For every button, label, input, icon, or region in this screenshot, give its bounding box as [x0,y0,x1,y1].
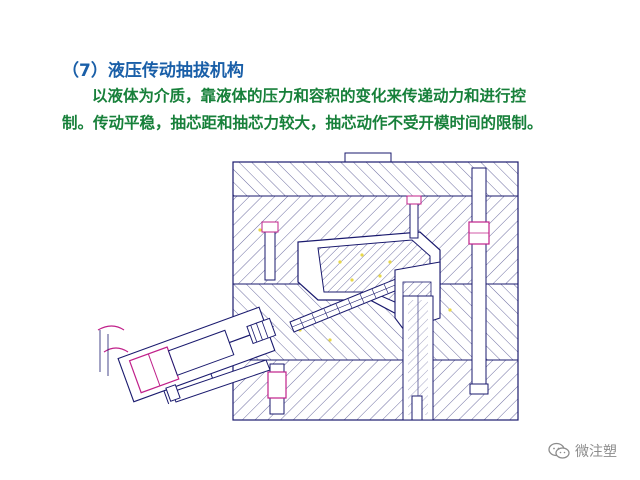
slide-title: （7）液压传动抽拔机构 [62,61,244,81]
sprue-bushing [344,152,392,163]
body-text-line-1: 以液体为介质，靠液体的压力和容积的变化来传递动力和进行控 [92,87,527,105]
guide-pin [471,167,487,395]
hydraulic-cylinder [117,306,277,405]
screw-bottom-right [411,395,423,421]
mold-cross-section-drawing [97,152,519,421]
top-clamp-plate [232,161,519,197]
watermark-text: 微注塑 [575,444,617,460]
hydraulic-hose-upper [97,325,125,331]
body-text-line-2: 制。传动平稳，抽芯距和抽芯力较大，抽芯动作不受开模时间的限制。 [62,114,543,132]
wechat-watermark: 微注塑 [548,441,617,461]
hydraulic-hose-lower [103,347,129,353]
wechat-icon [548,442,570,459]
